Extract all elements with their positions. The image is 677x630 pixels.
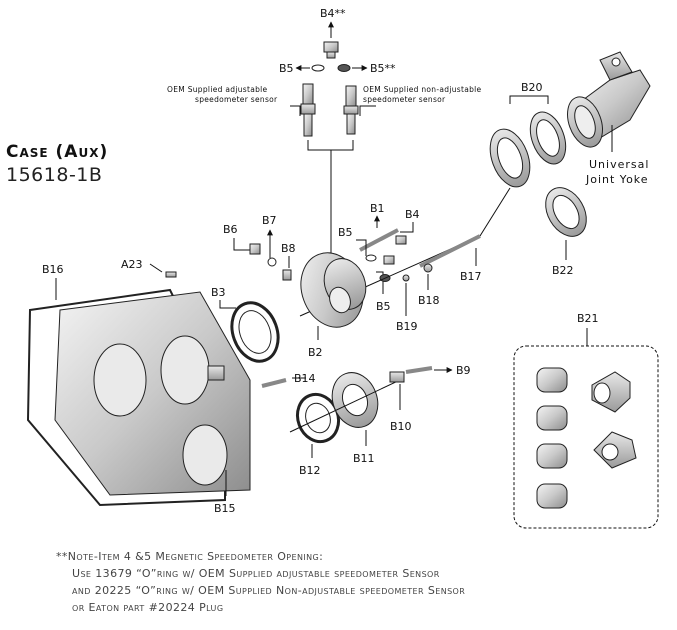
yoke-group: B20 Universal Joint Yoke — [489, 51, 651, 277]
b5-plug-part — [383, 255, 395, 265]
lower-parts-group: B14 B12 B11 B10 B9 — [261, 364, 471, 477]
label-b3: B3 — [211, 286, 226, 299]
label-b9: B9 — [456, 364, 471, 377]
b19-washer-part — [402, 274, 410, 282]
b3-gasket-part — [230, 301, 280, 363]
b4-part — [395, 235, 407, 245]
b9-bolt-part — [405, 366, 433, 374]
b5-oring-left — [311, 64, 325, 72]
label-b20: B20 — [521, 81, 543, 94]
main-case-group: B16 B15 — [26, 263, 251, 515]
b21-kit-group: B21 — [513, 312, 659, 529]
b5-oring-right — [337, 64, 351, 72]
nonadjustable-sensor-label-1: OEM Supplied non-adjustable — [363, 85, 482, 94]
nonadjustable-sensor-part — [343, 85, 359, 135]
top-sensor-group: B4** B5 B5** OEM Supplied adjustable spe… — [167, 7, 482, 255]
b4-plug-part — [323, 41, 339, 59]
label-a23: A23 — [121, 258, 143, 271]
footnote-line-3: and 20225 “O”ring w/ OEM Supplied Non-ad… — [72, 584, 466, 597]
label-b1: B1 — [370, 202, 385, 215]
b21-kit-box — [513, 345, 659, 529]
footnote-line-4: or Eaton part #20224 Plug — [72, 601, 224, 614]
b20-seal-rings — [489, 111, 567, 188]
b10-part — [389, 371, 405, 383]
diagram-title: Case (Aux) — [6, 142, 109, 162]
b16-gasket-part — [26, 288, 226, 507]
label-b21: B21 — [577, 312, 599, 325]
label-b14: B14 — [294, 372, 316, 385]
b18-washer-part — [423, 263, 433, 273]
b14-bolt-part — [261, 378, 287, 388]
label-b4-top: B4** — [320, 7, 346, 20]
b17-bolt-part — [419, 234, 481, 268]
universal-joint-yoke-part — [567, 51, 651, 148]
mid-parts-group: B1 B4 B5 B5 B17 B18 B19 — [121, 187, 511, 363]
label-b11: B11 — [353, 452, 375, 465]
b6-part — [249, 243, 261, 255]
label-b2: B2 — [308, 346, 323, 359]
b22-seal-part — [545, 187, 587, 237]
b11-cover-part — [331, 372, 379, 428]
label-b18: B18 — [418, 294, 440, 307]
nonadjustable-sensor-label-2: speedometer sensor — [363, 95, 446, 104]
label-b12: B12 — [299, 464, 321, 477]
a23-pin-part — [165, 271, 177, 278]
label-b4: B4 — [405, 208, 420, 221]
footnote-line-1: **Note-Item 4 &5 Megnetic Speedometer Op… — [56, 550, 324, 563]
label-b5-mid: B5 — [338, 226, 353, 239]
label-b19: B19 — [396, 320, 418, 333]
label-b5-left: B5 — [279, 62, 294, 75]
label-b5-right: B5** — [370, 62, 396, 75]
footnote: **Note-Item 4 &5 Megnetic Speedometer Op… — [56, 548, 465, 616]
b7-oring-part — [267, 257, 277, 267]
b21-bushings-part — [536, 367, 568, 509]
b21-cones-part — [591, 371, 637, 469]
label-b5-low: B5 — [376, 300, 391, 313]
label-b6: B6 — [223, 223, 238, 236]
title-block: Case (Aux) 15618-1B — [6, 142, 108, 186]
yoke-label-line1: Universal — [589, 158, 649, 171]
label-b17: B17 — [460, 270, 482, 283]
b2-housing-part — [300, 252, 367, 328]
footnote-line-2: Use 13679 “O”ring w/ OEM Supplied adjust… — [72, 567, 440, 580]
adjustable-sensor-label-2: speedometer sensor — [195, 95, 278, 104]
label-b7: B7 — [262, 214, 277, 227]
part-number: 15618-1B — [6, 164, 103, 186]
label-b10: B10 — [390, 420, 412, 433]
b8-part — [282, 269, 292, 281]
adjustable-sensor-part — [300, 83, 316, 137]
label-b22: B22 — [552, 264, 574, 277]
label-b15: B15 — [214, 502, 236, 515]
adjustable-sensor-label-1: OEM Supplied adjustable — [167, 85, 268, 94]
label-b8: B8 — [281, 242, 296, 255]
b5-oring-mid — [365, 254, 377, 262]
label-b16: B16 — [42, 263, 64, 276]
yoke-label-line2: Joint Yoke — [585, 173, 649, 186]
